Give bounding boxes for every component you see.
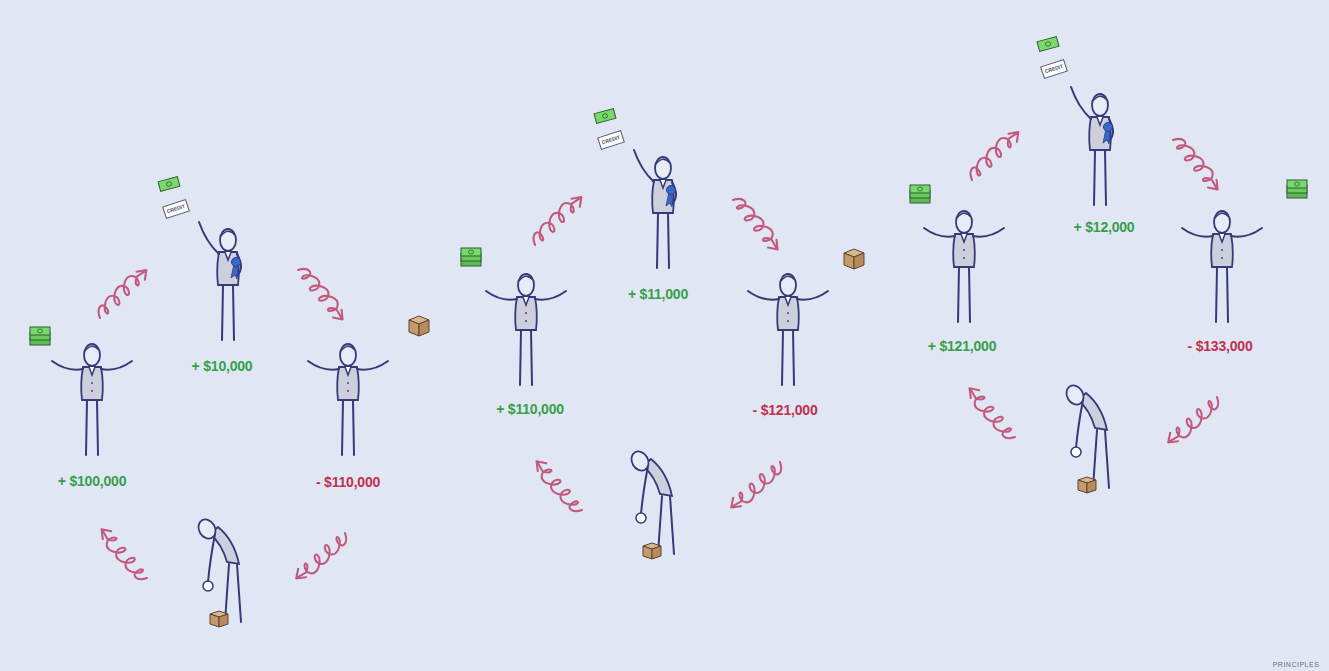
stick-figure (52, 344, 132, 455)
stick-figure (199, 222, 241, 340)
money-stack (461, 248, 481, 266)
cycle-two (461, 109, 864, 559)
money-stack (910, 185, 930, 203)
stick-figure (1182, 211, 1262, 322)
cycle-three (910, 37, 1307, 493)
money-bill (1037, 37, 1059, 52)
curly-arrow (95, 525, 151, 583)
stick-figure (486, 274, 566, 385)
worker-figure (195, 516, 241, 627)
credit-text: CREDIT (166, 204, 185, 215)
curly-arrow (529, 191, 585, 249)
credit-slip (598, 131, 625, 150)
money-bill (594, 109, 616, 124)
curly-arrow (292, 529, 350, 585)
amount-label: - $110,000 (316, 475, 380, 489)
worker-figure (1063, 382, 1109, 493)
curly-arrow (966, 126, 1022, 184)
credit-text: CREDIT (1044, 64, 1063, 75)
stick-figure (924, 211, 1004, 322)
amount-label: + $121,000 (928, 339, 996, 353)
curly-arrow (729, 194, 784, 253)
stick-figure (748, 274, 828, 385)
credit-slip (1041, 60, 1068, 79)
stick-figure (634, 150, 676, 268)
amount-label: - $121,000 (753, 403, 818, 417)
curly-arrow (1164, 393, 1222, 449)
amount-label: + $11,000 (628, 287, 688, 301)
cycle-one (30, 177, 429, 627)
money-stack (30, 327, 50, 345)
credit-text: CREDIT (601, 135, 620, 146)
amount-label: + $110,000 (496, 402, 564, 416)
curly-arrow (963, 384, 1019, 442)
curly-arrow (294, 264, 349, 323)
stick-figure (1071, 87, 1113, 205)
amount-label: + $10,000 (192, 359, 253, 373)
goods-box (409, 316, 429, 336)
amount-label: - $133,000 (1188, 339, 1253, 353)
amount-label: + $12,000 (1074, 220, 1135, 234)
curly-arrow (94, 264, 150, 322)
credit-slip (163, 200, 190, 219)
curly-arrow (1169, 134, 1224, 193)
worker-figure (628, 448, 674, 559)
money-stack (1287, 180, 1307, 198)
watermark: PRINCIPLES (1273, 661, 1320, 668)
curly-arrow (530, 457, 586, 515)
stick-figure (308, 344, 388, 455)
money-bill (158, 177, 180, 192)
amount-label: + $100,000 (58, 474, 126, 488)
curly-arrow (727, 458, 785, 514)
goods-box (844, 249, 864, 269)
